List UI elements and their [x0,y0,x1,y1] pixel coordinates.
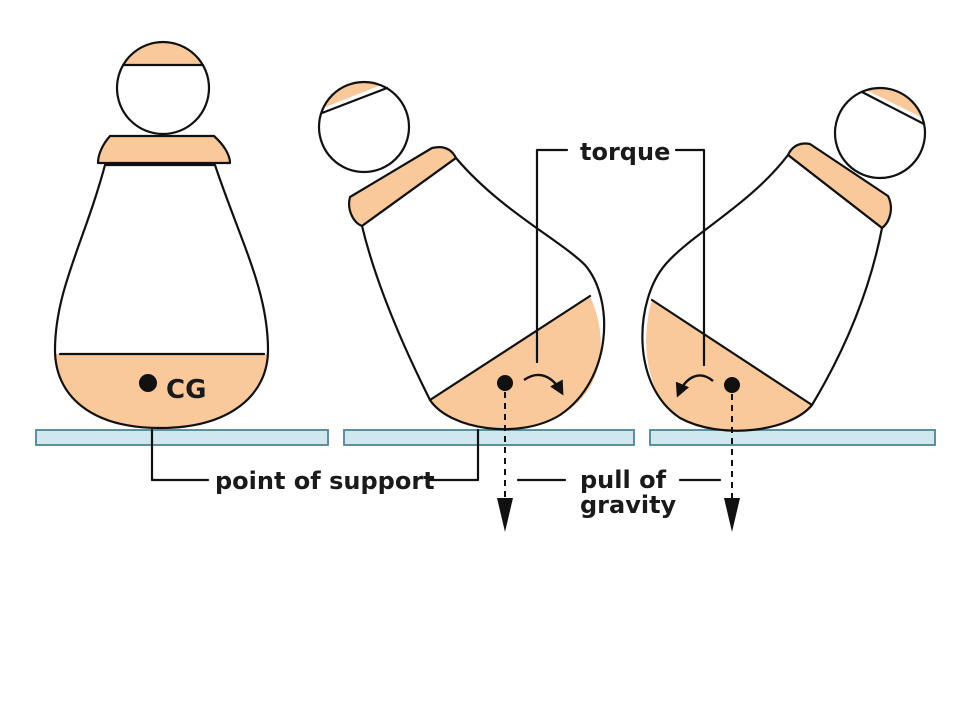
pull-of-gravity-label-line1: pull of [580,466,667,494]
support-leader-right [426,428,480,482]
toy-upright-collar [96,134,232,165]
torque-arrow-right [675,374,714,398]
cg-label: CG [166,375,206,405]
point-of-support-label: point of support [215,467,435,495]
torque-leader-right [674,148,706,367]
cg-dot-right [724,377,740,393]
toy-tilted-right [641,86,927,532]
toy-upright-head [115,40,211,136]
torque-arrow-left [523,373,564,396]
surface-right [649,429,936,446]
toy-tilted-left [317,80,606,532]
toy-tilted-right-head [833,86,927,180]
toy-tilted-left-head [317,80,411,174]
torque-label: torque [580,138,670,166]
toy-upright: CG [53,40,270,430]
cg-dot [139,374,157,392]
gravity-arrowhead-right [724,498,740,532]
surface-middle [343,429,635,446]
cg-dot-left [497,375,513,391]
torque-leader-left [535,148,569,364]
support-leader-left [150,428,210,482]
gravity-arrowhead-left [497,498,513,532]
surface-left [35,429,329,446]
pull-of-gravity-label-line2: gravity [580,491,677,519]
toy-tilted-right-collar [786,142,892,230]
